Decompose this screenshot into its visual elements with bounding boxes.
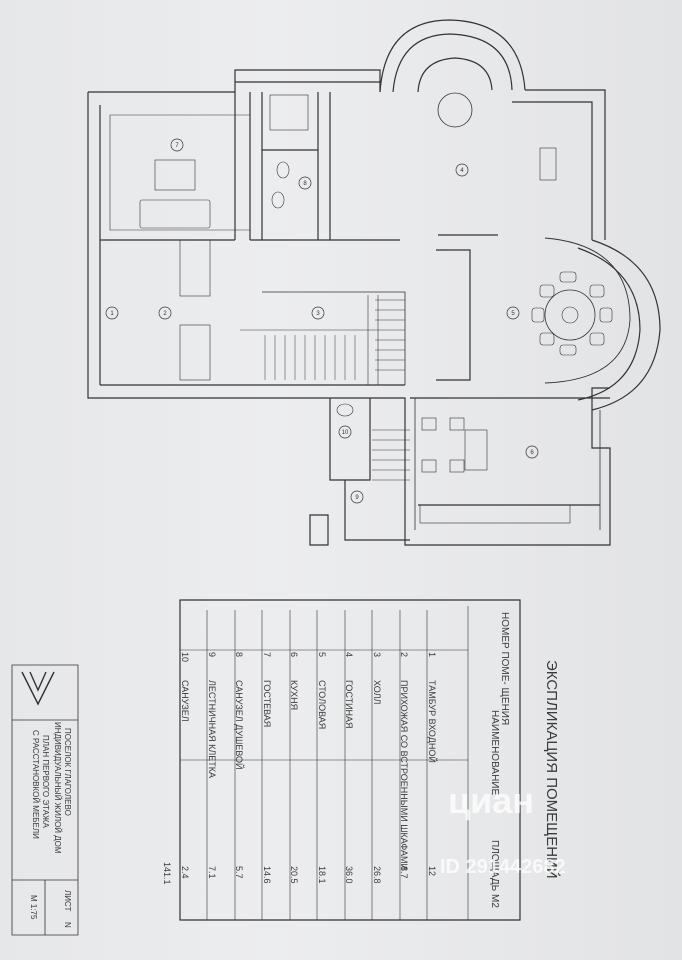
stamp-line-3: ПЛАН ПЕРВОГО ЭТАЖА (41, 735, 50, 828)
header-number: НОМЕР ПОМЕ- ЩЕНИЯ (499, 612, 510, 726)
row-6-num: 6 (289, 652, 299, 658)
row-6-name: КУХНЯ (289, 680, 299, 711)
table-total: 141.1 (162, 862, 172, 885)
plan-num-2: 2 (163, 311, 167, 317)
stamp-sheet-value: N (63, 922, 72, 928)
logo-mark (21, 671, 55, 706)
row-5-area: 18.1 (317, 866, 327, 884)
row-3-area: 26.8 (372, 866, 382, 884)
row-1-num: 1 (427, 652, 437, 658)
plan-num-3: 3 (316, 311, 320, 317)
stamp-line-2: ИНДИВИДУАЛЬНЫЙ ЖИЛОЙ ДОМ (53, 722, 62, 854)
row-6-area: 20.5 (289, 866, 299, 884)
plan-num-5: 5 (511, 311, 515, 317)
plan-num-6: 6 (530, 450, 534, 456)
row-8-num: 8 (234, 652, 244, 658)
watermark-brand: циан (448, 780, 535, 821)
plan-num-8: 8 (303, 181, 307, 187)
plan-num-1: 1 (110, 311, 114, 317)
row-3-name: ХОЛЛ (372, 680, 382, 705)
row-5-name: СТОЛОВАЯ (317, 680, 327, 730)
row-5-num: 5 (317, 652, 327, 658)
row-4-num: 4 (344, 652, 354, 658)
row-7-name: ГОСТЕВАЯ (262, 680, 272, 728)
row-2-name: ПРИХОЖАЯ СО ВСТРОЕННЫМИ ШКАФАМИ (399, 680, 409, 871)
rotunda-right (591, 239, 661, 411)
row-10-area: 2.4 (180, 866, 190, 879)
row-9-num: 9 (207, 652, 217, 658)
plan-num-7: 7 (175, 143, 179, 149)
row-4-area: 36.0 (344, 866, 354, 884)
table-frame (179, 599, 521, 921)
outer-wall (87, 92, 611, 546)
row-7-area: 14.6 (262, 866, 272, 884)
row-10-num: 10 (180, 652, 190, 663)
stamp-sheet-label: ЛИСТ (63, 890, 72, 912)
plan-num-10: 10 (342, 430, 349, 436)
row-8-area: 5.7 (234, 866, 244, 879)
stamp-line-4: С РАССТАНОВКОЙ МЕБЕЛИ (31, 730, 40, 839)
row-7-num: 7 (262, 652, 272, 658)
row-3-num: 3 (372, 652, 382, 658)
watermark-id: ID 291442682 (440, 856, 566, 878)
row-2-area: 8.7 (399, 866, 409, 879)
row-4-name: ГОСТИНАЯ (344, 680, 354, 729)
rotunda-top (379, 19, 526, 93)
row-2-num: 2 (399, 652, 409, 658)
row-10-name: САНУЗЕЛ (180, 680, 190, 722)
row-8-name: САНУЗЕЛ ДУШЕВОЙ (234, 680, 244, 770)
stamp-line-1: ПОСЕЛОК ГЛАГОЛЕВО (63, 728, 72, 816)
row-9-area: 7.1 (207, 866, 217, 879)
row-9-name: ЛЕСТНИЧНАЯ КЛЕТКА (207, 680, 217, 778)
stamp-frame (11, 664, 79, 936)
plan-num-4: 4 (460, 168, 464, 174)
row-1-name: ТАМБУР ВХОДНОЙ (427, 680, 437, 763)
row-1-area: 12 (427, 866, 437, 877)
table-title: ЭКСПЛИКАЦИЯ ПОМЕЩЕНИЙ (543, 660, 560, 879)
plan-num-9: 9 (355, 495, 359, 501)
stamp-scale: М 1:75 (29, 895, 38, 920)
